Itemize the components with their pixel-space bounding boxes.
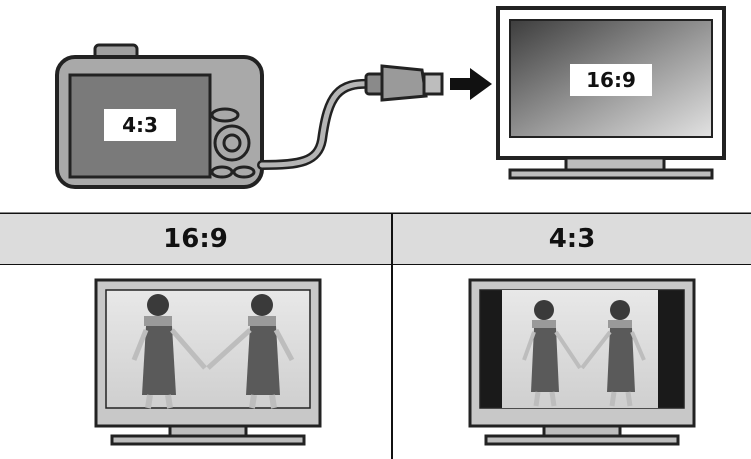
tv-left-base	[112, 436, 304, 444]
tv-bottom-right	[470, 280, 694, 444]
tv-screen-label: 16:9	[570, 64, 652, 96]
arrow-right-icon	[450, 68, 492, 100]
cable-core	[262, 84, 372, 165]
tv-top-base	[510, 170, 712, 178]
camera-button-bottom-left	[212, 167, 232, 177]
column-header-4-3: 4:3	[393, 214, 751, 264]
camera-dial-center	[224, 135, 240, 151]
camera-button-top	[212, 109, 238, 121]
hdmi-cable	[262, 66, 442, 165]
tv-right-base	[486, 436, 678, 444]
camera-screen-label: 4:3	[104, 109, 176, 141]
tv-top-neck	[566, 158, 664, 170]
tv-bottom-left	[96, 280, 320, 444]
camera-button-bottom-right	[234, 167, 254, 177]
plug-tip	[424, 74, 442, 94]
plug-body	[382, 66, 426, 100]
column-header-16-9: 16:9	[0, 214, 391, 264]
